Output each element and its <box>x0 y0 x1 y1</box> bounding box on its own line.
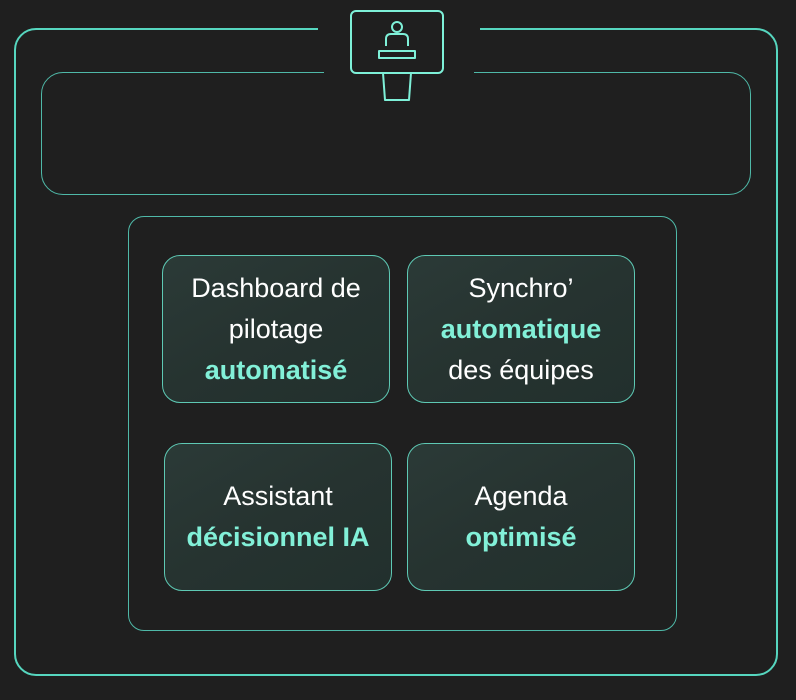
card-text: des équipes <box>448 354 594 385</box>
card-highlight: optimisé <box>465 522 577 552</box>
feature-card-assistant: Assistant décisionnel IA <box>164 443 392 591</box>
card-text: Synchro’ <box>468 272 574 303</box>
podium-stand-icon <box>381 72 413 101</box>
card-highlight: automatique <box>440 313 602 344</box>
speaker-podium-icon <box>350 10 444 74</box>
feature-card-synchro: Synchro’ automatique des équipes <box>407 255 635 403</box>
card-highlight: automatisé <box>204 354 348 385</box>
card-text: Dashboard de <box>191 272 361 303</box>
card-text: pilotage <box>228 313 324 344</box>
feature-card-agenda: Agenda optimisé <box>407 443 635 591</box>
feature-card-dashboard: Dashboard de pilotage automatisé <box>162 255 390 403</box>
features-panel <box>128 216 677 631</box>
card-highlight: décisionnel IA <box>186 522 370 552</box>
card-text: Agenda <box>474 481 568 511</box>
card-text: Assistant <box>223 481 333 511</box>
